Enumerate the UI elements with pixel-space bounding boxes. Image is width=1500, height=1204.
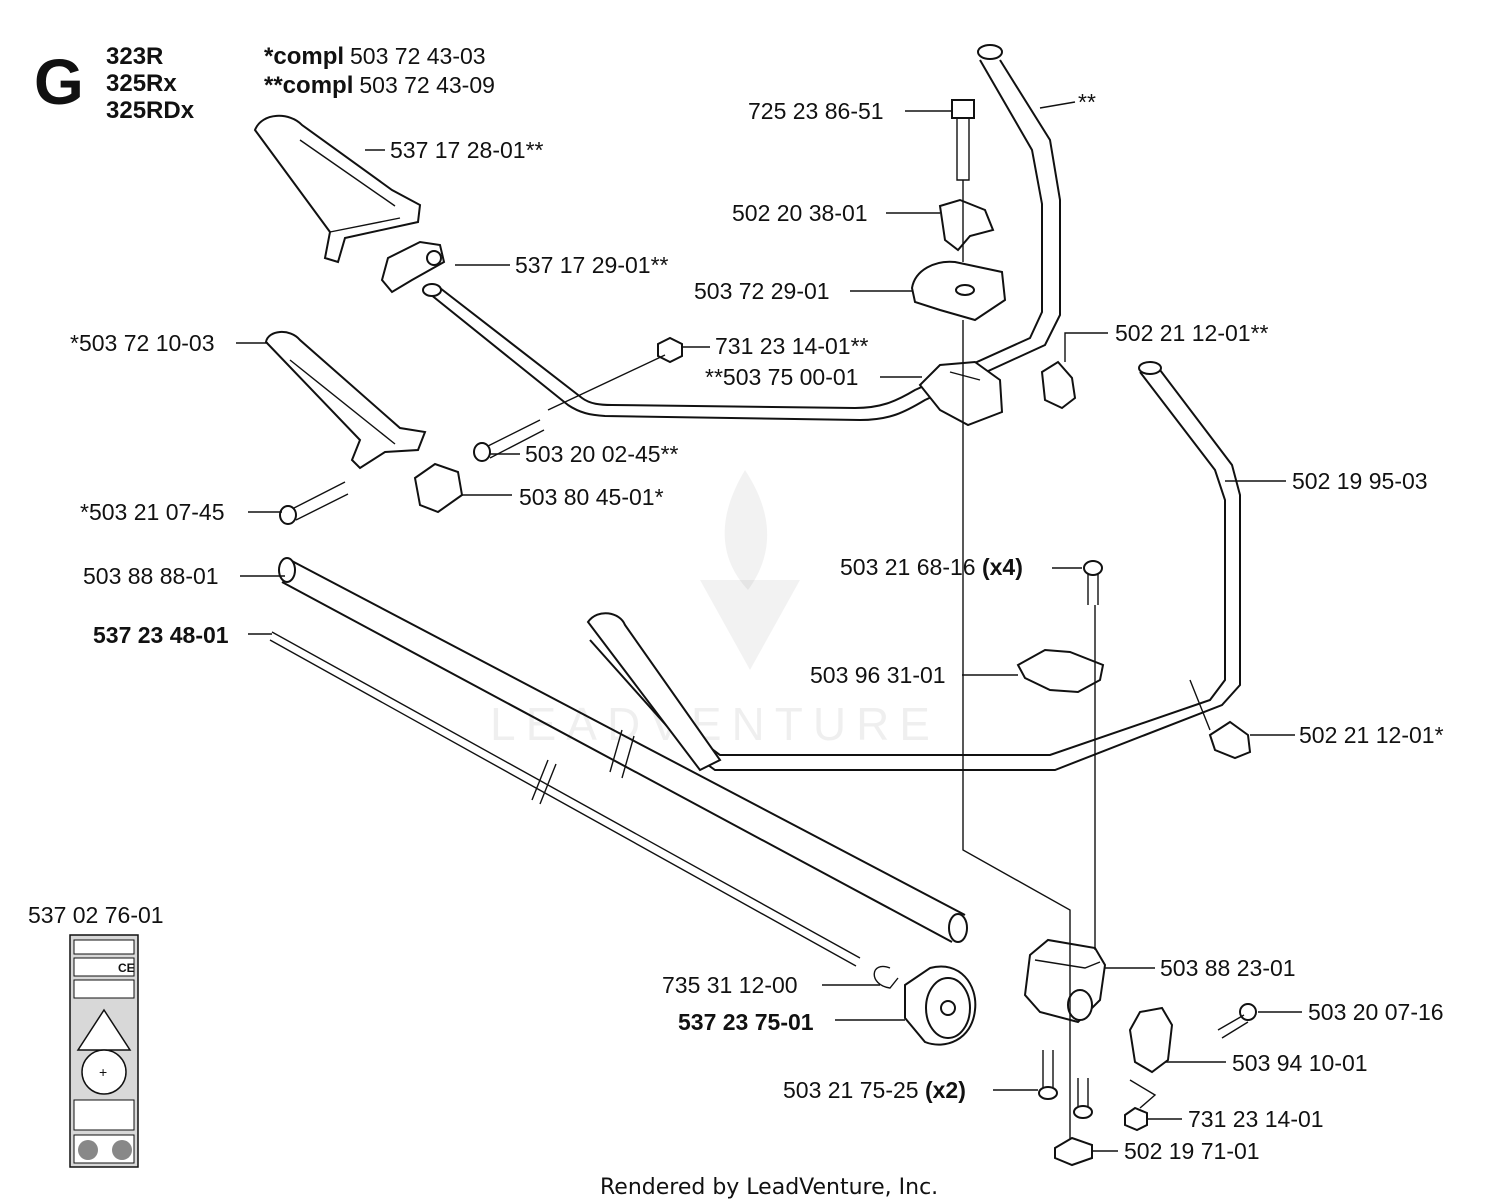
label-731-23-14-01: 731 23 14-01 bbox=[1188, 1106, 1324, 1132]
label-537-17-28-01: 537 17 28-01** bbox=[390, 137, 544, 163]
section-letter: G bbox=[34, 46, 84, 118]
drive-shaft bbox=[269, 631, 861, 967]
circlip bbox=[873, 965, 899, 989]
label-502-21-12-01-dstar: 502 21 12-01** bbox=[1115, 320, 1269, 346]
wing-nut bbox=[938, 198, 995, 252]
model-325rdx: 325RDx bbox=[106, 97, 195, 124]
square-nut bbox=[1054, 1136, 1093, 1167]
screw-grip bbox=[279, 481, 349, 525]
label-537-23-75-01: 537 23 75-01 bbox=[678, 1009, 814, 1035]
label-503-21-75-25-qty: (x2) bbox=[925, 1077, 966, 1103]
label-503-72-29-01: 503 72 29-01 bbox=[694, 278, 830, 304]
throttle-lever bbox=[1128, 1006, 1174, 1074]
label-725-23-86-51: 725 23 86-51 bbox=[748, 98, 884, 124]
decal-ce-mark: CE bbox=[118, 961, 135, 975]
handle-clamp bbox=[918, 360, 1004, 427]
compl-part-2: 503 72 43-09 bbox=[359, 72, 495, 98]
screw-bottom-2 bbox=[1073, 1078, 1093, 1119]
label-503-21-68-16: 503 21 68-16 (x4) bbox=[840, 554, 1023, 580]
label-503-94-10-01: 503 94 10-01 bbox=[1232, 1050, 1368, 1076]
knob-upper bbox=[1040, 360, 1077, 410]
label-503-88-88-01: 503 88 88-01 bbox=[83, 563, 219, 589]
clamp-plate bbox=[1016, 648, 1105, 694]
label-503-21-75-25: 503 21 75-25 (x2) bbox=[783, 1077, 966, 1103]
screw-bottom-1 bbox=[1038, 1050, 1058, 1100]
label-537-02-76-01: 537 02 76-01 bbox=[28, 902, 164, 928]
label-double-star: ** bbox=[1078, 89, 1096, 115]
label-503-21-07-45: *503 21 07-45 bbox=[80, 499, 225, 525]
label-503-75-00-01: **503 75 00-01 bbox=[705, 364, 858, 390]
knob-lower bbox=[1208, 720, 1252, 760]
label-503-20-02-45: 503 20 02-45** bbox=[525, 441, 679, 467]
screw-long bbox=[473, 419, 545, 462]
nut-bottom bbox=[1124, 1106, 1148, 1132]
label-502-19-71-01: 502 19 71-01 bbox=[1124, 1138, 1260, 1164]
label-537-23-48-01: 537 23 48-01 bbox=[93, 622, 229, 648]
compl-prefix-1: *compl bbox=[264, 43, 344, 70]
nut-small bbox=[657, 336, 683, 364]
warning-decal: CE + bbox=[69, 934, 139, 1168]
grip-clamp bbox=[380, 240, 446, 294]
label-731-23-14-01-dstar: 731 23 14-01** bbox=[715, 333, 869, 359]
label-735-31-12-00: 735 31 12-00 bbox=[662, 972, 798, 998]
label-502-19-95-03: 502 19 95-03 bbox=[1292, 468, 1428, 494]
label-503-20-07-16: 503 20 07-16 bbox=[1308, 999, 1444, 1025]
leadventure-watermark: LEADVENTURE bbox=[490, 470, 940, 750]
grip-upper bbox=[253, 114, 422, 264]
decal-dial-mark: + bbox=[99, 1064, 107, 1080]
label-503-21-75-25-part: 503 21 75-25 bbox=[783, 1077, 925, 1103]
shaft-tube bbox=[278, 557, 968, 943]
leader-lines bbox=[236, 101, 1302, 1152]
label-503-88-23-01: 503 88 23-01 bbox=[1160, 955, 1296, 981]
clutch-drum bbox=[904, 965, 977, 1046]
compl-part-1: 503 72 43-03 bbox=[350, 43, 486, 69]
screw-vertical-top bbox=[1083, 560, 1103, 605]
screw-lever bbox=[1217, 1003, 1257, 1039]
model-323r: 323R bbox=[106, 43, 163, 70]
watermark-text: LEADVENTURE bbox=[490, 698, 940, 750]
label-537-17-29-01: 537 17 29-01** bbox=[515, 252, 669, 278]
label-503-96-31-01: 503 96 31-01 bbox=[810, 662, 946, 688]
clutch-housing bbox=[1023, 938, 1107, 1024]
label-503-80-45-01: 503 80 45-01* bbox=[519, 484, 664, 510]
label-502-20-38-01: 502 20 38-01 bbox=[732, 200, 868, 226]
label-503-21-68-16-part: 503 21 68-16 bbox=[840, 554, 982, 580]
label-503-72-10-03: *503 72 10-03 bbox=[70, 330, 215, 356]
label-503-21-68-16-qty: (x4) bbox=[982, 554, 1023, 580]
label-502-21-12-01-star: 502 21 12-01* bbox=[1299, 722, 1444, 748]
grip-lower bbox=[264, 331, 427, 470]
grip-collar bbox=[413, 462, 464, 514]
bolt-top bbox=[951, 99, 975, 181]
footer-credit: Rendered by LeadVenture, Inc. bbox=[600, 1175, 938, 1200]
model-325rx: 325Rx bbox=[106, 70, 177, 97]
compl-prefix-2: **compl bbox=[264, 72, 353, 99]
